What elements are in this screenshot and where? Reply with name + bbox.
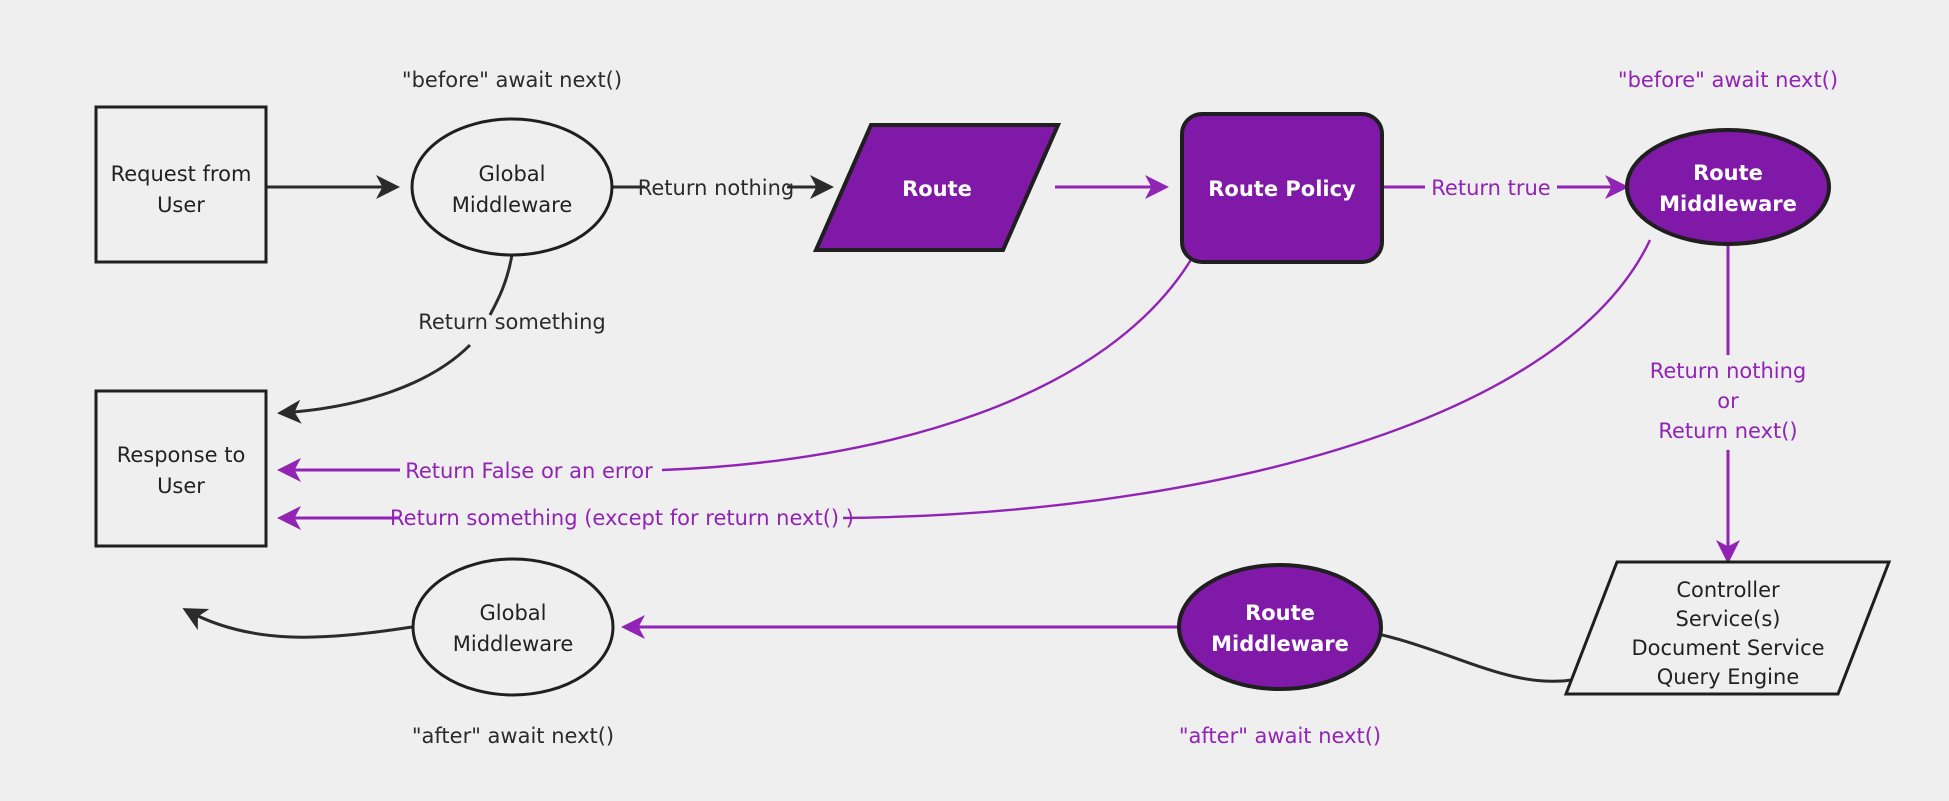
node-global-middleware-bottom-line1: Global: [480, 601, 547, 625]
edge-label-return-nothing-or-next-line3: Return next(): [1658, 419, 1797, 443]
annotation-after-route-middleware: "after" await next(): [1179, 724, 1381, 748]
node-route[interactable]: Route: [812, 123, 1062, 252]
node-controller-stack-line2: Service(s): [1676, 607, 1781, 631]
node-response-to-user-line2: User: [157, 474, 205, 498]
node-route-middleware-bottom-line1: Route: [1245, 601, 1315, 625]
node-route-middleware-top-line1: Route: [1693, 161, 1763, 185]
node-response-to-user[interactable]: Response to User: [94, 389, 268, 548]
edge-label-return-something-except-next: Return something (except for return next…: [390, 506, 854, 530]
edge-label-return-false-or-error: Return False or an error: [405, 459, 653, 483]
annotation-before-global-middleware: "before" await next(): [402, 68, 622, 92]
node-controller-stack-line3: Document Service: [1631, 636, 1824, 660]
node-route-middleware-bottom[interactable]: Route Middleware: [1177, 563, 1383, 691]
node-route-middleware-bottom-line2: Middleware: [1211, 632, 1349, 656]
edge-global-middleware-return-something-lower: [277, 343, 472, 424]
node-global-middleware-bottom[interactable]: Global Middleware: [411, 557, 615, 697]
node-request-from-user[interactable]: Request from User: [94, 105, 268, 264]
node-global-middleware-bottom-line2: Middleware: [453, 632, 574, 656]
node-route-label: Route: [902, 177, 972, 201]
node-route-policy[interactable]: Route Policy: [1180, 112, 1384, 264]
node-response-to-user-line1: Response to: [117, 443, 246, 467]
edge-route-policy-return-false-curve: [661, 252, 1197, 472]
edge-label-return-something: Return something: [418, 310, 606, 334]
edge-global-middleware-return-something-upper: [488, 254, 514, 316]
annotation-after-global-middleware: "after" await next(): [412, 724, 614, 748]
node-route-middleware-top-line2: Middleware: [1659, 192, 1797, 216]
edge-label-return-nothing-or-next-line1: Return nothing: [1650, 359, 1807, 383]
node-global-middleware-top-line2: Middleware: [452, 193, 573, 217]
annotation-before-route-middleware: "before" await next(): [1618, 68, 1838, 92]
node-route-policy-label: Route Policy: [1208, 177, 1356, 201]
node-controller-stack-line4: Query Engine: [1657, 665, 1799, 689]
node-request-from-user-line1: Request from: [111, 162, 252, 186]
edge-global-middleware-bottom-to-response: [182, 608, 413, 639]
node-route-middleware-top[interactable]: Route Middleware: [1625, 128, 1831, 246]
edge-label-return-nothing: Return nothing: [638, 176, 795, 200]
node-global-middleware-top[interactable]: Global Middleware: [410, 117, 614, 257]
edge-route-middleware-return-something-curve: [842, 239, 1652, 520]
edge-label-return-true: Return true: [1431, 176, 1550, 200]
node-request-from-user-line2: User: [157, 193, 205, 217]
node-controller-stack[interactable]: Controller Service(s) Document Service Q…: [1563, 560, 1892, 696]
node-global-middleware-top-line1: Global: [479, 162, 546, 186]
node-controller-stack-line1: Controller: [1676, 578, 1780, 602]
edge-label-return-nothing-or-next-line2: or: [1717, 389, 1739, 413]
